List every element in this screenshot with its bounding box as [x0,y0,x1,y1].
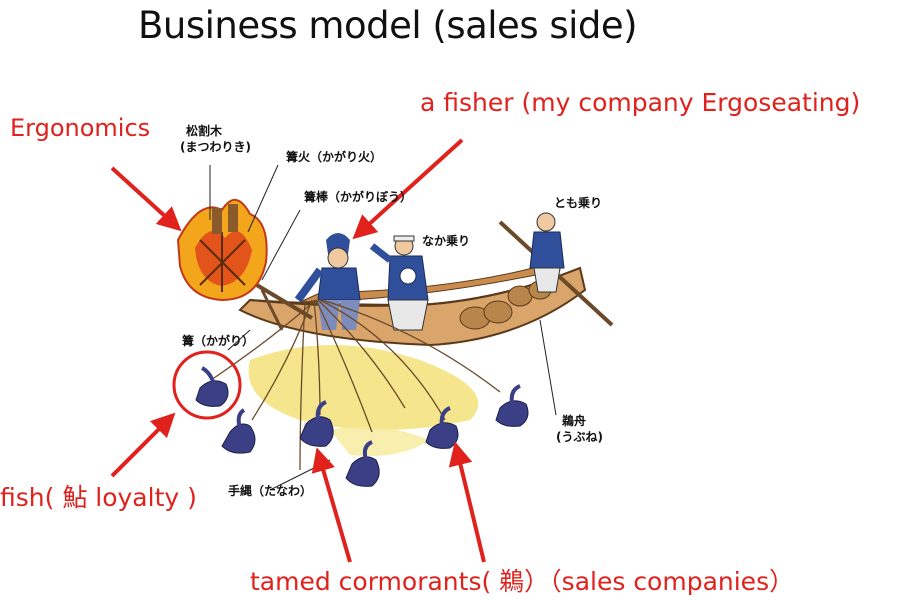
cormorant-birds [195,366,529,487]
arrow-ergonomics [110,166,182,232]
annotation-fisher: a fisher (my company Ergoseating) [420,88,861,117]
arrow-cormorant-left [311,447,352,563]
kagari-stand [260,289,284,331]
label-matsuwariki-reading: (まつわりき) [180,140,251,154]
fisher-figure [294,233,361,330]
arrow-fisher [352,138,464,240]
tomonori-figure [529,212,565,293]
label-tomonori: とも乗り [554,196,603,210]
water-reflection [248,345,479,430]
water-reflection-2 [330,426,430,456]
annotation-ergonomics: Ergonomics [10,114,151,142]
annotation-arrows [110,138,486,563]
leash-lines [213,299,501,471]
label-kagari: 篝（かがり） [182,334,255,348]
label-kagaribou: 篝棒（かがりぼう） [304,190,413,204]
label-matsuwariki: 松割木 [186,124,223,138]
annotation-fish: fish( 鮎 loyalty ) [0,483,197,512]
fish-highlight-circle [172,350,242,420]
arrow-fish [110,412,176,478]
arrow-cormorant-right [448,441,486,563]
label-nakanori: なか乗り [422,234,471,248]
label-ubune: 鵜舟 [562,414,587,428]
basket-group [459,280,552,330]
fire-basket [176,199,268,302]
annotation-cormorants: tamed cormorants( 鵜）（sales companies） [250,567,795,596]
page-title: Business model (sales side) [138,4,638,47]
nakanori-figure [369,235,429,331]
label-tanawa: 手縄（たなわ） [228,484,313,498]
label-kagaribi: 篝火（かがり火） [286,150,383,164]
label-ubune-reading: (うぶね) [556,430,603,444]
